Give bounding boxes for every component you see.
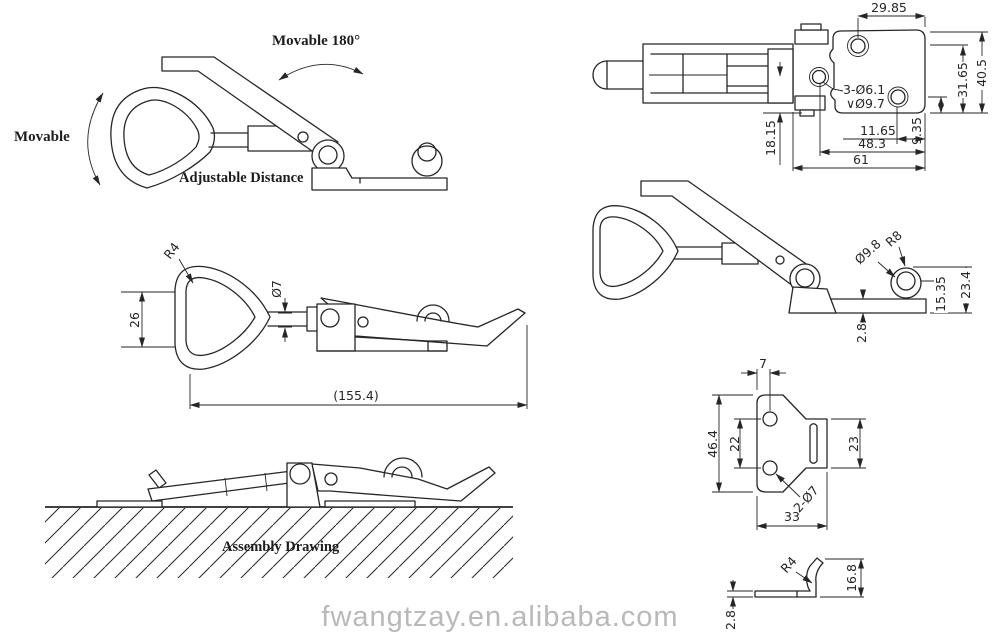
open-side-view: Ø9.8 R8 23.4 15.35 2.8 bbox=[592, 180, 973, 343]
catch-plate-view: 7 46.4 22 23 33 2-Ø7 bbox=[705, 356, 866, 530]
movable-180-label: Movable 180° bbox=[272, 33, 360, 49]
motion-annotations: Movable 180° Movable Adjustable Distance bbox=[14, 33, 364, 186]
dim-9-35: 9.35 bbox=[909, 117, 924, 145]
plan-outline bbox=[592, 23, 926, 117]
plate-dimensions: 7 46.4 22 23 33 2-Ø7 bbox=[705, 356, 866, 530]
assembly-label: Assembly Drawing bbox=[222, 539, 340, 555]
dim-29-85: 29.85 bbox=[871, 0, 907, 15]
latch-body-lines bbox=[110, 56, 448, 191]
dim-23-4: 23.4 bbox=[958, 271, 973, 299]
dim-15-35: 15.35 bbox=[933, 276, 948, 312]
dim-31-65: 31.65 bbox=[955, 62, 970, 98]
radius-r4: R4 bbox=[161, 239, 183, 261]
countersink-note: ∨Ø9.7 bbox=[846, 96, 885, 111]
hook-detail-view: R4 16.8 2.8 bbox=[723, 553, 864, 630]
holes-note: 3-Ø6.1 bbox=[843, 82, 885, 97]
adjustable-distance-label: Adjustable Distance bbox=[179, 170, 304, 186]
radius-r8: R8 bbox=[882, 227, 904, 249]
hook-dimensions: R4 16.8 2.8 bbox=[723, 553, 864, 630]
dim-2-8-plate: 2.8 bbox=[854, 323, 869, 343]
dim-61: 61 bbox=[853, 152, 869, 167]
plate-holes-note: 2-Ø7 bbox=[790, 483, 821, 516]
side-view: 26 R4 Ø7 (155.4) bbox=[121, 239, 528, 409]
dim-33: 33 bbox=[784, 509, 800, 524]
plate-outline bbox=[756, 394, 828, 493]
ground-hatch bbox=[45, 508, 513, 578]
dim-40-5: 40.5 bbox=[974, 59, 989, 87]
dim-48-3: 48.3 bbox=[858, 136, 886, 151]
dim-26: 26 bbox=[127, 312, 142, 328]
watermark: fwangtzay.en.alibaba.com bbox=[321, 601, 679, 633]
dim-23: 23 bbox=[846, 436, 861, 452]
side-dimensions: 26 R4 Ø7 (155.4) bbox=[121, 239, 528, 409]
plan-dimensions: 29.85 40.5 31.65 9.35 11.65 48.3 61 18.1… bbox=[763, 0, 989, 171]
dim-2-8-hook: 2.8 bbox=[723, 610, 738, 630]
movable-label: Movable bbox=[14, 129, 70, 145]
side-outline bbox=[174, 265, 526, 370]
dim-d7: Ø7 bbox=[269, 280, 284, 298]
dim-46-4: 46.4 bbox=[705, 430, 720, 458]
dim-18-15: 18.15 bbox=[763, 120, 778, 156]
assembly-view: Assembly Drawing bbox=[45, 457, 513, 578]
dim-11-65: 11.65 bbox=[860, 123, 896, 138]
plan-view: 29.85 40.5 31.65 9.35 11.65 48.3 61 18.1… bbox=[592, 0, 989, 171]
dim-155-4: (155.4) bbox=[333, 388, 379, 403]
dim-16-8: 16.8 bbox=[844, 564, 859, 592]
dim-22: 22 bbox=[727, 436, 742, 452]
flat-latch-outline bbox=[96, 457, 496, 508]
open-side-outline bbox=[592, 180, 927, 314]
pictorial-open-view: Movable 180° Movable Adjustable Distance bbox=[14, 33, 448, 191]
dim-7: 7 bbox=[759, 356, 767, 371]
